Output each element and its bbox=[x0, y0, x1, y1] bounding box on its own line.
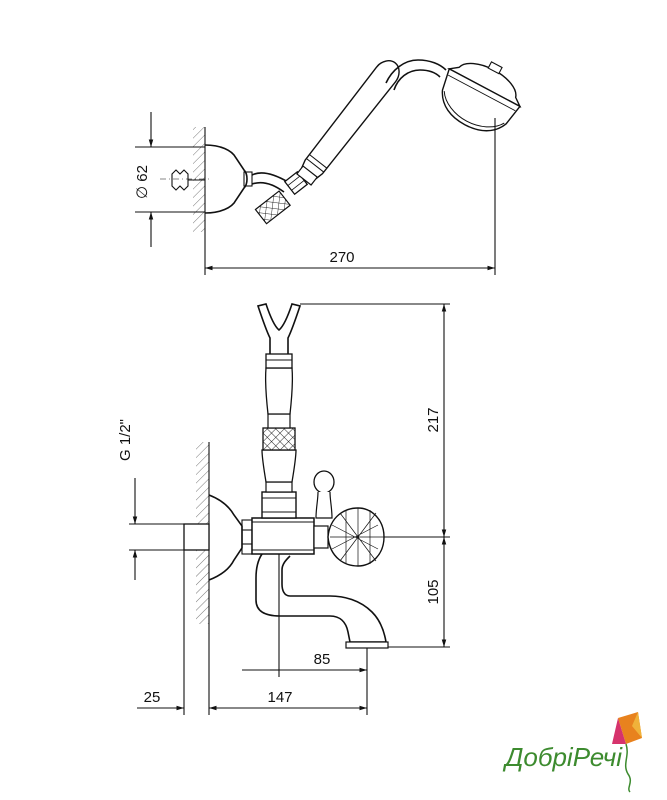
mixer-body bbox=[251, 517, 315, 555]
height-label: 217 bbox=[425, 407, 442, 432]
crystal-handle bbox=[327, 507, 385, 567]
front-view: 217 105 85 25 147 G 1/2" bbox=[117, 303, 450, 715]
hand-shower-handle bbox=[296, 60, 400, 186]
hose-coupling bbox=[254, 190, 291, 225]
escutcheon bbox=[208, 494, 243, 581]
shower-head bbox=[441, 61, 522, 132]
projection-label: 147 bbox=[267, 689, 292, 706]
front-handle bbox=[264, 367, 294, 415]
wall-offset-label: 25 bbox=[144, 689, 161, 706]
spout bbox=[255, 553, 387, 643]
reach-label: 270 bbox=[329, 249, 354, 266]
logo-text: ДобріРечі bbox=[502, 742, 623, 772]
brand-logo: ДобріРечі bbox=[502, 712, 642, 793]
wall-connector bbox=[204, 144, 248, 214]
lever-knob bbox=[313, 470, 335, 494]
front-coupling bbox=[262, 427, 296, 451]
diameter-label: ∅ 62 bbox=[134, 165, 151, 199]
spout-offset-label: 85 bbox=[314, 651, 331, 668]
shower-cradle bbox=[256, 303, 302, 354]
spout-height-label: 105 bbox=[425, 579, 442, 604]
kite-icon bbox=[612, 712, 642, 793]
inlet-pipe bbox=[183, 523, 210, 551]
top-view: ∅ 62 270 bbox=[134, 59, 522, 275]
thread-label: G 1/2" bbox=[117, 419, 134, 461]
